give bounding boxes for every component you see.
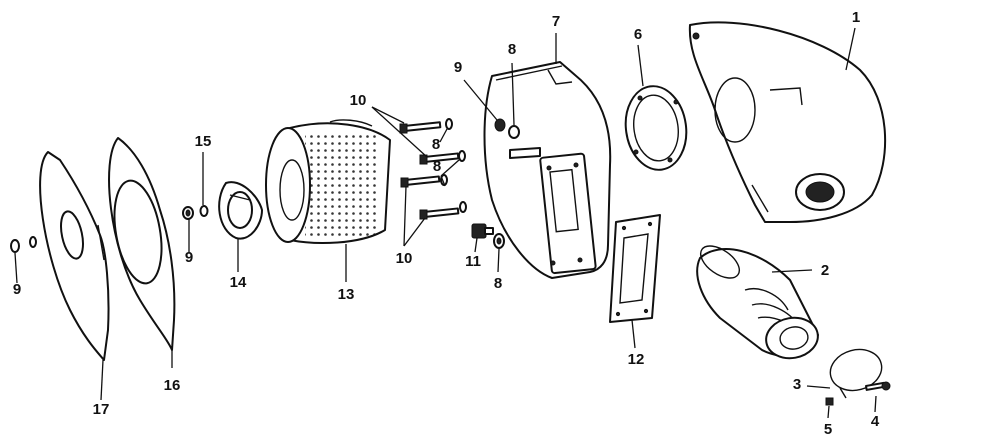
part-7-scroll-housing: [483, 61, 612, 279]
callout-2: 2: [821, 262, 829, 279]
part-5-nut: [825, 397, 834, 406]
part-1-blower-hood: [688, 21, 887, 223]
leader-lines: [14, 27, 877, 419]
callout-11: 11: [465, 253, 481, 270]
callout-labels: 1 2 3 4 5 6 7 8 8 8 8 9 9 9 10 10 11 12 …: [13, 9, 880, 437]
callout-3: 3: [793, 376, 801, 393]
callout-17: 17: [93, 401, 110, 418]
part-15-washer: [199, 205, 209, 217]
callout-4: 4: [871, 413, 880, 430]
callout-9-top: 9: [454, 59, 462, 76]
part-16-gasket-plate: [108, 137, 176, 351]
callout-10-top: 10: [350, 92, 367, 109]
callout-1: 1: [852, 9, 860, 26]
callout-8-bottom: 8: [494, 275, 502, 292]
part-6-round-gasket: [624, 85, 688, 171]
part-17-cover-plate: [39, 151, 110, 361]
part-9-nut-left: [10, 236, 37, 253]
part-4-screw: [865, 381, 891, 391]
part-14-cone-bracket: [218, 181, 263, 240]
part-2-flex-tube: [696, 245, 819, 360]
callout-9-mid: 9: [185, 249, 193, 266]
part-11-nut: [471, 223, 494, 239]
callout-8-top: 8: [508, 41, 516, 58]
callout-8-upper: 8: [432, 136, 440, 153]
callout-15: 15: [195, 133, 212, 150]
part-12-rect-gasket: [609, 214, 661, 323]
part-8-washer-bottom: [493, 233, 505, 249]
part-10-bolts: [399, 121, 460, 220]
callout-10-bottom: 10: [396, 250, 413, 267]
part-8-lock-washers: [440, 118, 467, 213]
callout-12: 12: [628, 351, 645, 368]
callout-9-left: 9: [13, 281, 21, 298]
callout-7: 7: [552, 13, 560, 30]
part-3-clamp-ring: [829, 348, 883, 399]
callout-13: 13: [338, 286, 355, 303]
callout-14: 14: [230, 274, 247, 291]
callout-8-lower: 8: [433, 158, 441, 175]
callout-16: 16: [164, 377, 181, 394]
part-13-filter-cylinder: [265, 119, 391, 244]
callout-5: 5: [824, 421, 832, 437]
part-9-nut-mid: [182, 206, 194, 220]
callout-6: 6: [634, 26, 642, 43]
